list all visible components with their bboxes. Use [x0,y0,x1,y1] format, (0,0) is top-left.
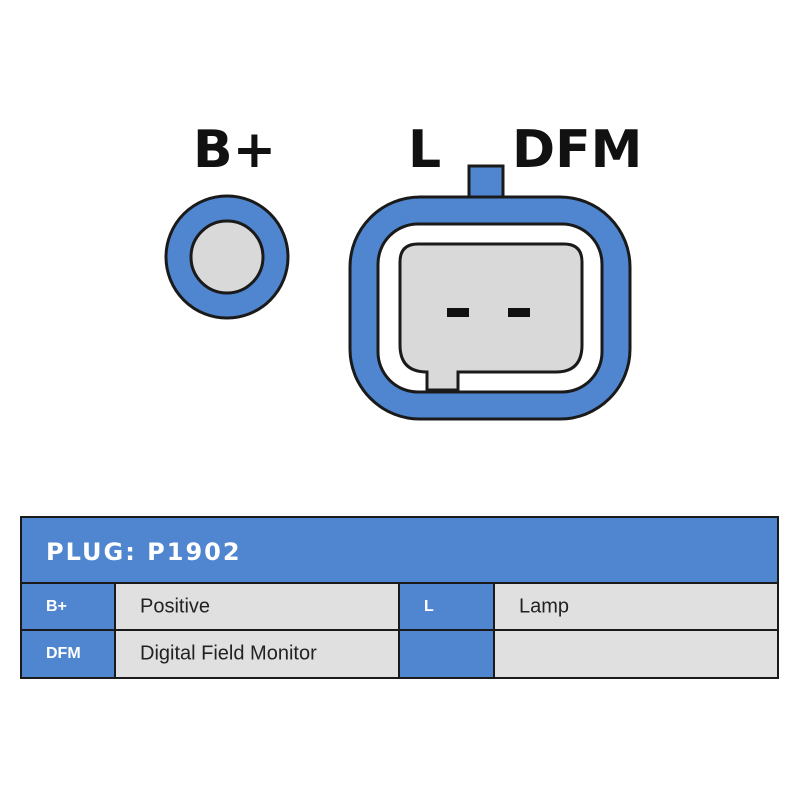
plug-title: PLUG: P1902 [46,538,242,566]
pin-key: L [424,597,434,615]
pin-description: Lamp [519,595,570,617]
pin-value-cell: Lamp [495,584,777,629]
pin-slot-dfm [508,308,530,317]
connector-insert [398,242,584,392]
terminal-label-b-plus: B+ [193,120,277,180]
terminal-label-dfm: DFM [512,120,643,180]
table-header: PLUG: P1902 [22,518,777,584]
pin-key-cell: L [400,584,495,629]
table-row: B+ Positive L Lamp [22,584,777,631]
pin-key-cell [400,631,495,677]
pin-value-cell [495,631,777,677]
pin-key-cell: DFM [22,631,116,677]
b-plus-terminal-pin [189,219,265,295]
b-plus-terminal [164,194,290,320]
pin-value-cell: Digital Field Monitor [116,631,400,677]
plug-connector [348,164,632,421]
pin-description: Digital Field Monitor [140,642,317,665]
terminal-label-l: L [408,120,442,180]
pin-description: Positive [140,595,211,617]
pin-key-cell: B+ [22,584,116,629]
pin-key: B+ [46,597,67,615]
plug-pinout-table: PLUG: P1902 B+ Positive L Lamp DFM Digit… [20,516,779,679]
pin-key: DFM [46,645,81,662]
pin-slot-l [447,308,469,317]
table-row: DFM Digital Field Monitor [22,631,777,677]
pin-value-cell: Positive [116,584,400,629]
